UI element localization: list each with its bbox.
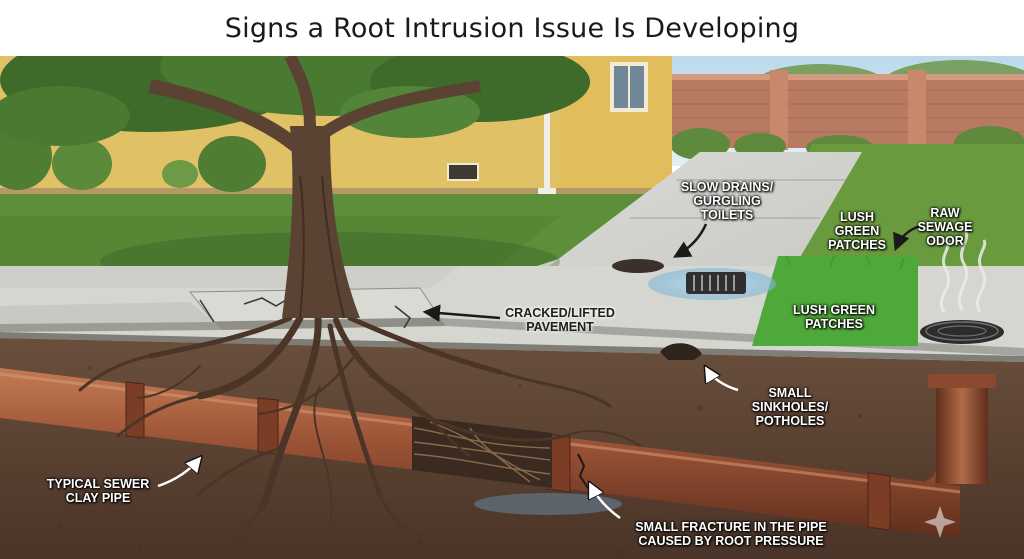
label-slow-drains: Slow Drains/ Gurgling Toilets [680, 180, 774, 222]
label-lush-patches-top: Lush Green Patches [828, 210, 886, 252]
downspout [544, 76, 550, 192]
page-title: Signs a Root Intrusion Issue Is Developi… [224, 12, 800, 44]
tree-trunk [148, 56, 481, 319]
arrow-cracked-pavement [422, 304, 501, 322]
label-cracked-pavement: Cracked/Lifted Pavement [505, 306, 615, 334]
label-fracture: Small Fracture in the Pipe Caused by Roo… [635, 520, 827, 548]
arrow-fracture [590, 484, 621, 520]
label-sinkholes: Small Sinkholes/ Potholes [751, 386, 829, 428]
foundation-vent [447, 163, 479, 181]
pipe-fracture [577, 453, 589, 489]
root-intrusion-scene [0, 56, 1024, 559]
label-raw-sewage: Raw Sewage Odor [917, 206, 973, 248]
arrow-slow-drains [672, 223, 708, 258]
walkway-pothole [612, 259, 664, 273]
storm-drain-grate [686, 272, 746, 294]
odor-wisps [940, 229, 987, 313]
arrow-sinkholes [706, 368, 739, 392]
label-sewer-pipe: Typical Sewer Clay Pipe [46, 477, 150, 505]
sinkhole [660, 343, 702, 360]
label-lush-patches-grass: Lush Green Patches [793, 303, 875, 331]
leak-puddle [474, 493, 622, 515]
lush-green-patch [752, 256, 918, 346]
arrow-sewer-pipe [157, 458, 200, 488]
soil-texture [57, 366, 862, 554]
tree-roots [78, 314, 641, 550]
sparkle-watermark [924, 506, 956, 538]
front-lawn [0, 194, 720, 288]
root-filled-pipe-section [412, 416, 552, 488]
arrow-raw-sewage [893, 224, 921, 252]
manhole-cover [920, 320, 1004, 344]
